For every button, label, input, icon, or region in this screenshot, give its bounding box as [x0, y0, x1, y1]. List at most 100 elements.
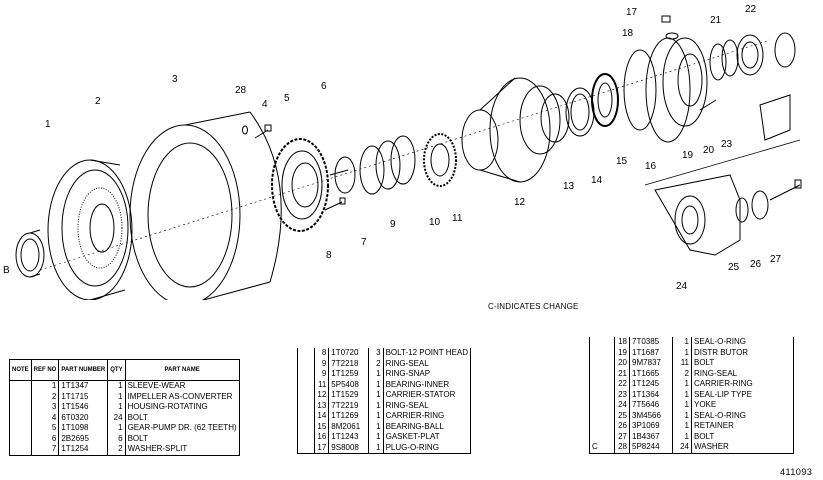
cell-qty: 3: [368, 348, 384, 359]
cell-ref-no: 6: [31, 433, 60, 444]
callout-1: 1: [45, 119, 51, 130]
cell-part-name: RETAINER: [691, 421, 794, 432]
cell-note: [9, 423, 32, 434]
cell-part-number: 1T1259: [328, 369, 369, 380]
cell-note: [297, 442, 315, 454]
part-11-bearing-inner: [423, 133, 457, 187]
cell-ref-no: 18: [614, 337, 630, 348]
cell-qty: 24: [107, 412, 126, 423]
callout-19: 19: [682, 150, 694, 161]
cell-ref-no: 17: [314, 442, 330, 454]
header-note: NOTE: [9, 359, 32, 381]
cell-qty: 1: [672, 389, 692, 400]
cell-qty: 1: [368, 411, 384, 422]
callout-6: 6: [321, 81, 327, 92]
cell-note: [9, 402, 32, 413]
header-qty: QTY: [107, 359, 126, 381]
cell-part-number: 7T2219: [328, 400, 369, 411]
cell-ref-no: 24: [614, 400, 630, 411]
cell-ref-no: 13: [314, 400, 330, 411]
cell-note: [297, 411, 315, 422]
cell-part-number: 1T1098: [58, 423, 109, 434]
cell-note: [589, 410, 615, 421]
cell-part-number: 1T1347: [58, 380, 109, 392]
callout-23: 23: [721, 139, 733, 150]
cell-qty: 1: [368, 390, 384, 401]
cell-part-name: PLUG-O-RING: [383, 442, 472, 454]
cell-part-name: SEAL-LIP TYPE: [691, 389, 794, 400]
part-13-ring-seal: [540, 93, 570, 143]
cell-ref-no: 9: [314, 369, 330, 380]
part-9-ring-seal: [359, 135, 416, 195]
callout-8: 8: [326, 250, 332, 261]
cell-part-name: SEAL-O-RING: [691, 337, 794, 348]
cell-ref-no: 21: [614, 368, 630, 379]
cell-qty: 1: [672, 400, 692, 411]
cell-ref-no: 5: [31, 423, 60, 434]
part-3-housing-rotating: [129, 111, 282, 300]
callout-26: 26: [750, 259, 762, 270]
cell-qty: 1: [368, 400, 384, 411]
cell-part-number: 1B4367: [629, 431, 673, 442]
cell-note: [589, 400, 615, 411]
callout-22: 22: [745, 4, 757, 15]
cell-part-number: 5P5408: [328, 379, 369, 390]
cell-note: C: [589, 442, 615, 454]
cell-part-number: 7T5646: [629, 400, 673, 411]
callout-13: 13: [563, 181, 575, 192]
cell-note: [9, 444, 32, 456]
part-27-bolt: [769, 179, 802, 201]
header-part-name: PART NAME: [124, 359, 240, 381]
callout-10: 10: [429, 217, 441, 228]
callout-2: 2: [95, 96, 101, 107]
cell-part-name: WASHER: [691, 442, 794, 454]
cell-qty: 1: [672, 347, 692, 358]
cell-note: [9, 433, 32, 444]
cell-qty: 1: [107, 391, 126, 402]
cell-note: [589, 368, 615, 379]
header-ref-no: REF NO: [30, 359, 60, 381]
cell-qty: 1: [672, 431, 692, 442]
cell-part-number: 1T1243: [328, 432, 369, 443]
cell-ref-no: 27: [614, 431, 630, 442]
cell-part-number: 5P8244: [629, 442, 673, 454]
part-19-distributor: [645, 37, 708, 143]
callout-7: 7: [361, 237, 367, 248]
cell-note: [9, 391, 32, 402]
cell-qty: 1: [672, 379, 692, 390]
cell-note: [297, 369, 315, 380]
cell-ref-no: 7: [31, 444, 60, 456]
part-15-bearing-ball: [591, 73, 619, 127]
cell-part-name: BOLT: [125, 412, 240, 423]
cell-part-name: BOLT: [691, 431, 794, 442]
cell-qty: 24: [672, 442, 692, 454]
part-20-bolt: [699, 99, 717, 111]
part-25-seal-o-ring: [735, 197, 749, 223]
cell-part-name: YOKE: [691, 400, 794, 411]
part-6-bolt: [329, 169, 349, 176]
cell-part-name: CARRIER-RING: [383, 411, 472, 422]
cell-ref-no: 28: [614, 442, 630, 454]
callout-18: 18: [622, 28, 634, 39]
cell-qty: 6: [107, 433, 126, 444]
cell-part-number: 7T2218: [328, 358, 369, 369]
cell-qty: 1: [368, 379, 384, 390]
part-17-plug-o-ring: [661, 15, 671, 23]
cell-ref-no: 25: [614, 410, 630, 421]
cell-part-name: RING-SEAL: [383, 358, 472, 369]
cell-qty: 1: [368, 442, 384, 454]
